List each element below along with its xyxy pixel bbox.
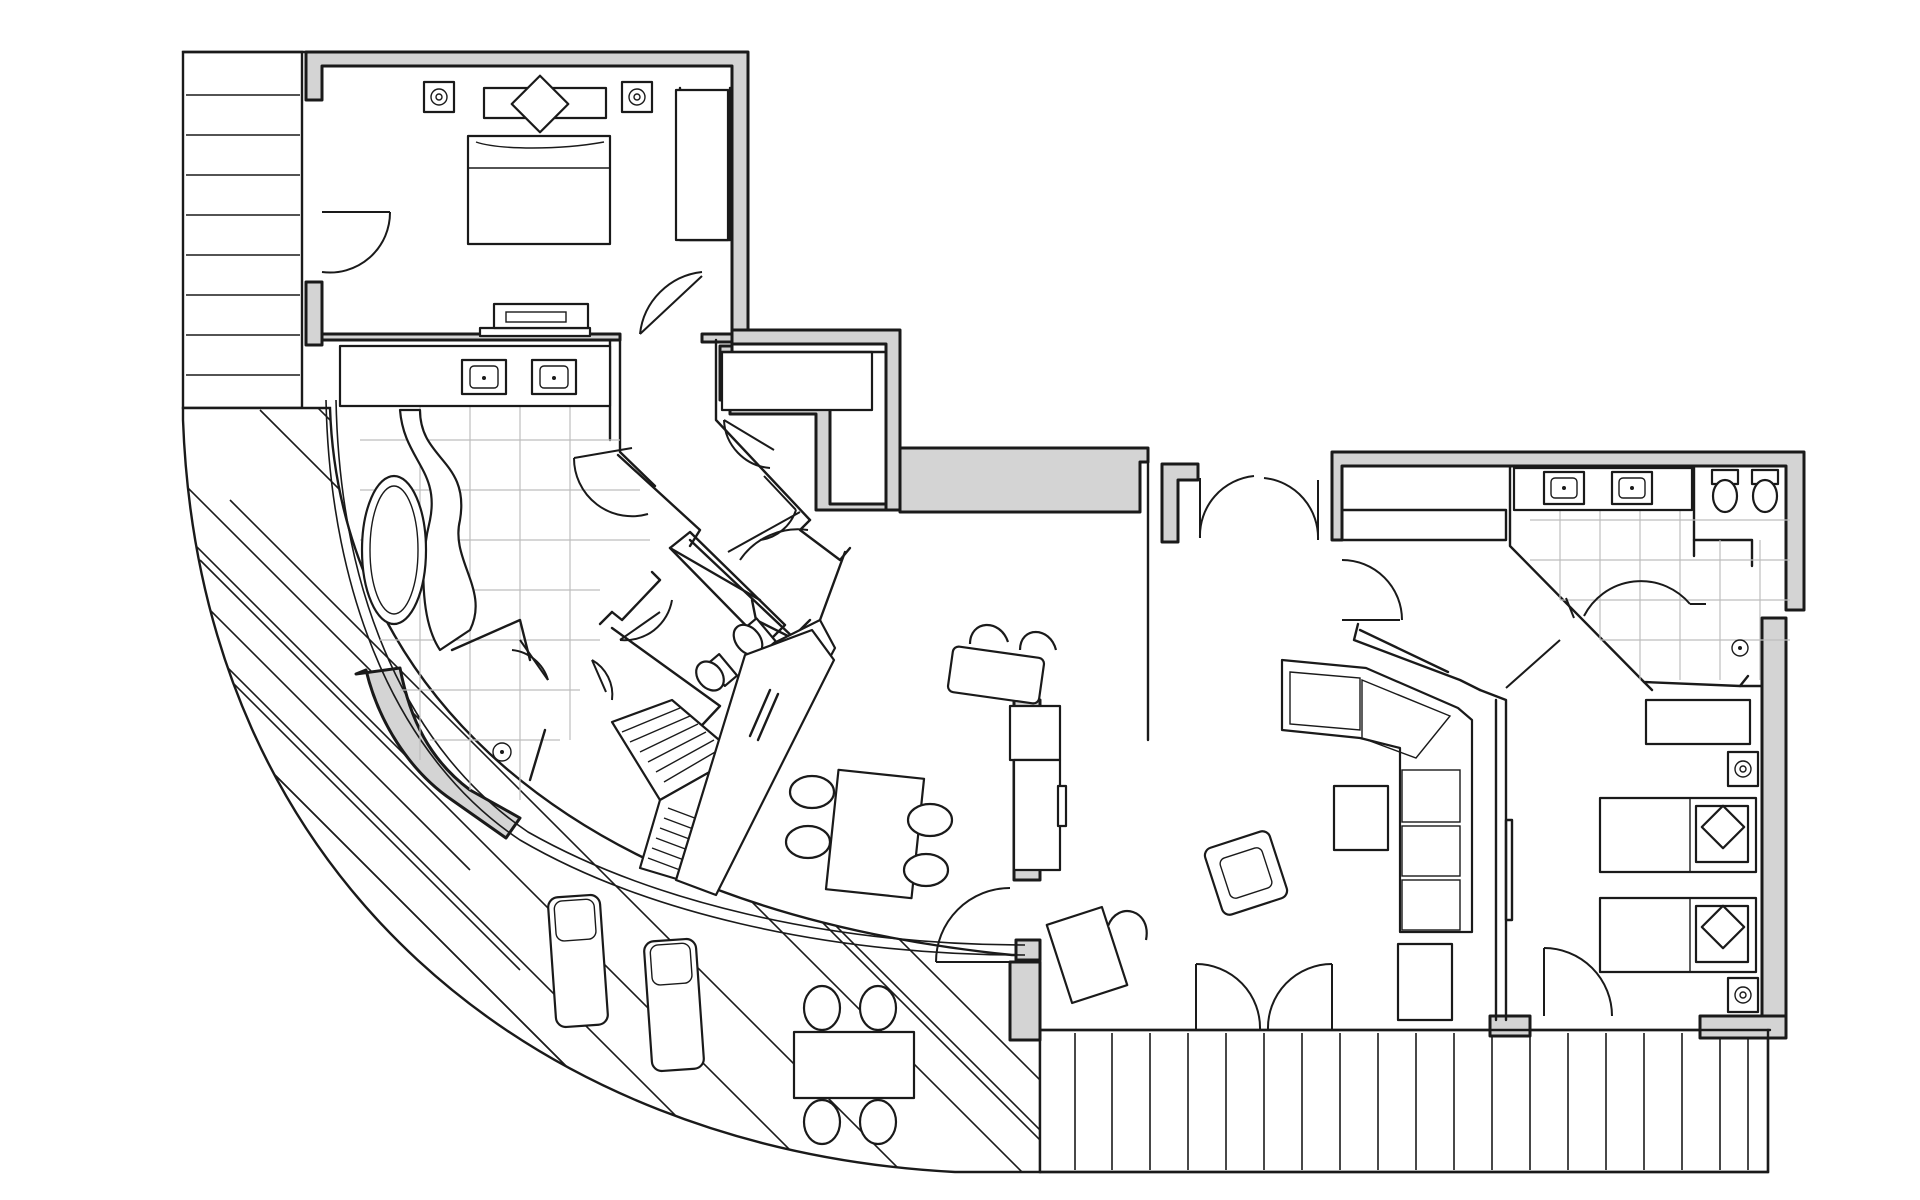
tv-console (478, 302, 592, 338)
dresser (1644, 698, 1752, 746)
outline-strokes (181, 50, 1770, 1174)
interior-walls (598, 86, 1764, 1022)
nightstand-left (422, 80, 456, 114)
corridor (639, 271, 809, 561)
bath2-door-2 (1505, 639, 1561, 689)
kitchen (674, 623, 1068, 963)
unit-handle (1056, 784, 1068, 828)
bathroom-door (572, 447, 649, 518)
wc-door-2 (591, 659, 614, 701)
toilet-3 (1750, 468, 1780, 514)
washbasin-left (460, 358, 508, 396)
nightstand-bottom (1726, 976, 1760, 1014)
toilet-guest-2 (695, 653, 739, 692)
bar-stools (968, 623, 1058, 651)
living-door (1341, 559, 1403, 621)
dining-table (824, 768, 926, 900)
vanity-2 (1512, 466, 1694, 512)
closet-door-1 (723, 419, 775, 469)
hall-door-left (1198, 475, 1255, 539)
terrace-dining (792, 984, 916, 1146)
kitchen-unit (1012, 758, 1062, 872)
nightstand-right (620, 80, 654, 114)
front-terrace-planked (1038, 1028, 1770, 1174)
wc-door (619, 599, 673, 642)
wardrobe-rail (1504, 818, 1514, 922)
ottoman (1396, 942, 1454, 1022)
shower-door (511, 639, 549, 681)
twin-bedroom (1504, 698, 1760, 1017)
kitchen-door (935, 887, 1011, 963)
tub-surround (398, 408, 477, 652)
bedroom2-door (1543, 947, 1613, 1017)
sectional-sofa (1280, 658, 1474, 934)
single-bed-1 (1598, 796, 1758, 874)
terrace-door-right (1266, 963, 1333, 1031)
corridor-door-lower (727, 511, 809, 561)
kitchen-counter (674, 628, 836, 897)
left-terrace-planked (181, 50, 304, 410)
storage-closet (720, 350, 888, 498)
side-table (1332, 784, 1390, 852)
shower (450, 618, 547, 782)
dining-area (784, 768, 954, 900)
bathtub (360, 474, 428, 626)
sun-lounger-2 (643, 937, 705, 1073)
corridor-door-top (639, 271, 703, 335)
wardrobe (674, 88, 730, 242)
fridge (1008, 704, 1062, 762)
breakfast-bar (946, 645, 1046, 705)
living-room (1045, 475, 1474, 1031)
curved-terrace-hatched (181, 406, 1042, 1174)
washbasin-4 (1610, 470, 1654, 506)
terrace-door-left (1195, 963, 1262, 1031)
dining-chairs (784, 774, 954, 888)
bath-tile-grid (360, 400, 650, 800)
desk-with-chair (1045, 905, 1148, 1005)
guest-toilet (591, 599, 777, 701)
washbasin-3 (1542, 470, 1586, 506)
armchair-living (1203, 830, 1289, 916)
toilet-2 (1710, 468, 1740, 514)
bath2-door (1565, 580, 1706, 619)
cushion (510, 74, 570, 134)
master-bedroom (321, 74, 730, 338)
sun-lounger-1 (547, 893, 609, 1029)
terrace-table (792, 1030, 916, 1100)
toilet-guest-1 (732, 617, 777, 657)
washbasin-right (530, 358, 578, 396)
shower-2 (1731, 639, 1749, 657)
nightstand-top (1726, 750, 1760, 788)
hob (748, 688, 772, 738)
single-bed-2 (1598, 896, 1758, 974)
bath2-tile-grid (1530, 510, 1790, 680)
second-bathroom (1505, 466, 1790, 689)
hall-door-right (1263, 477, 1320, 541)
master-bathroom (338, 344, 650, 800)
bedroom-entry-door (321, 211, 392, 274)
double-bed (466, 134, 612, 246)
